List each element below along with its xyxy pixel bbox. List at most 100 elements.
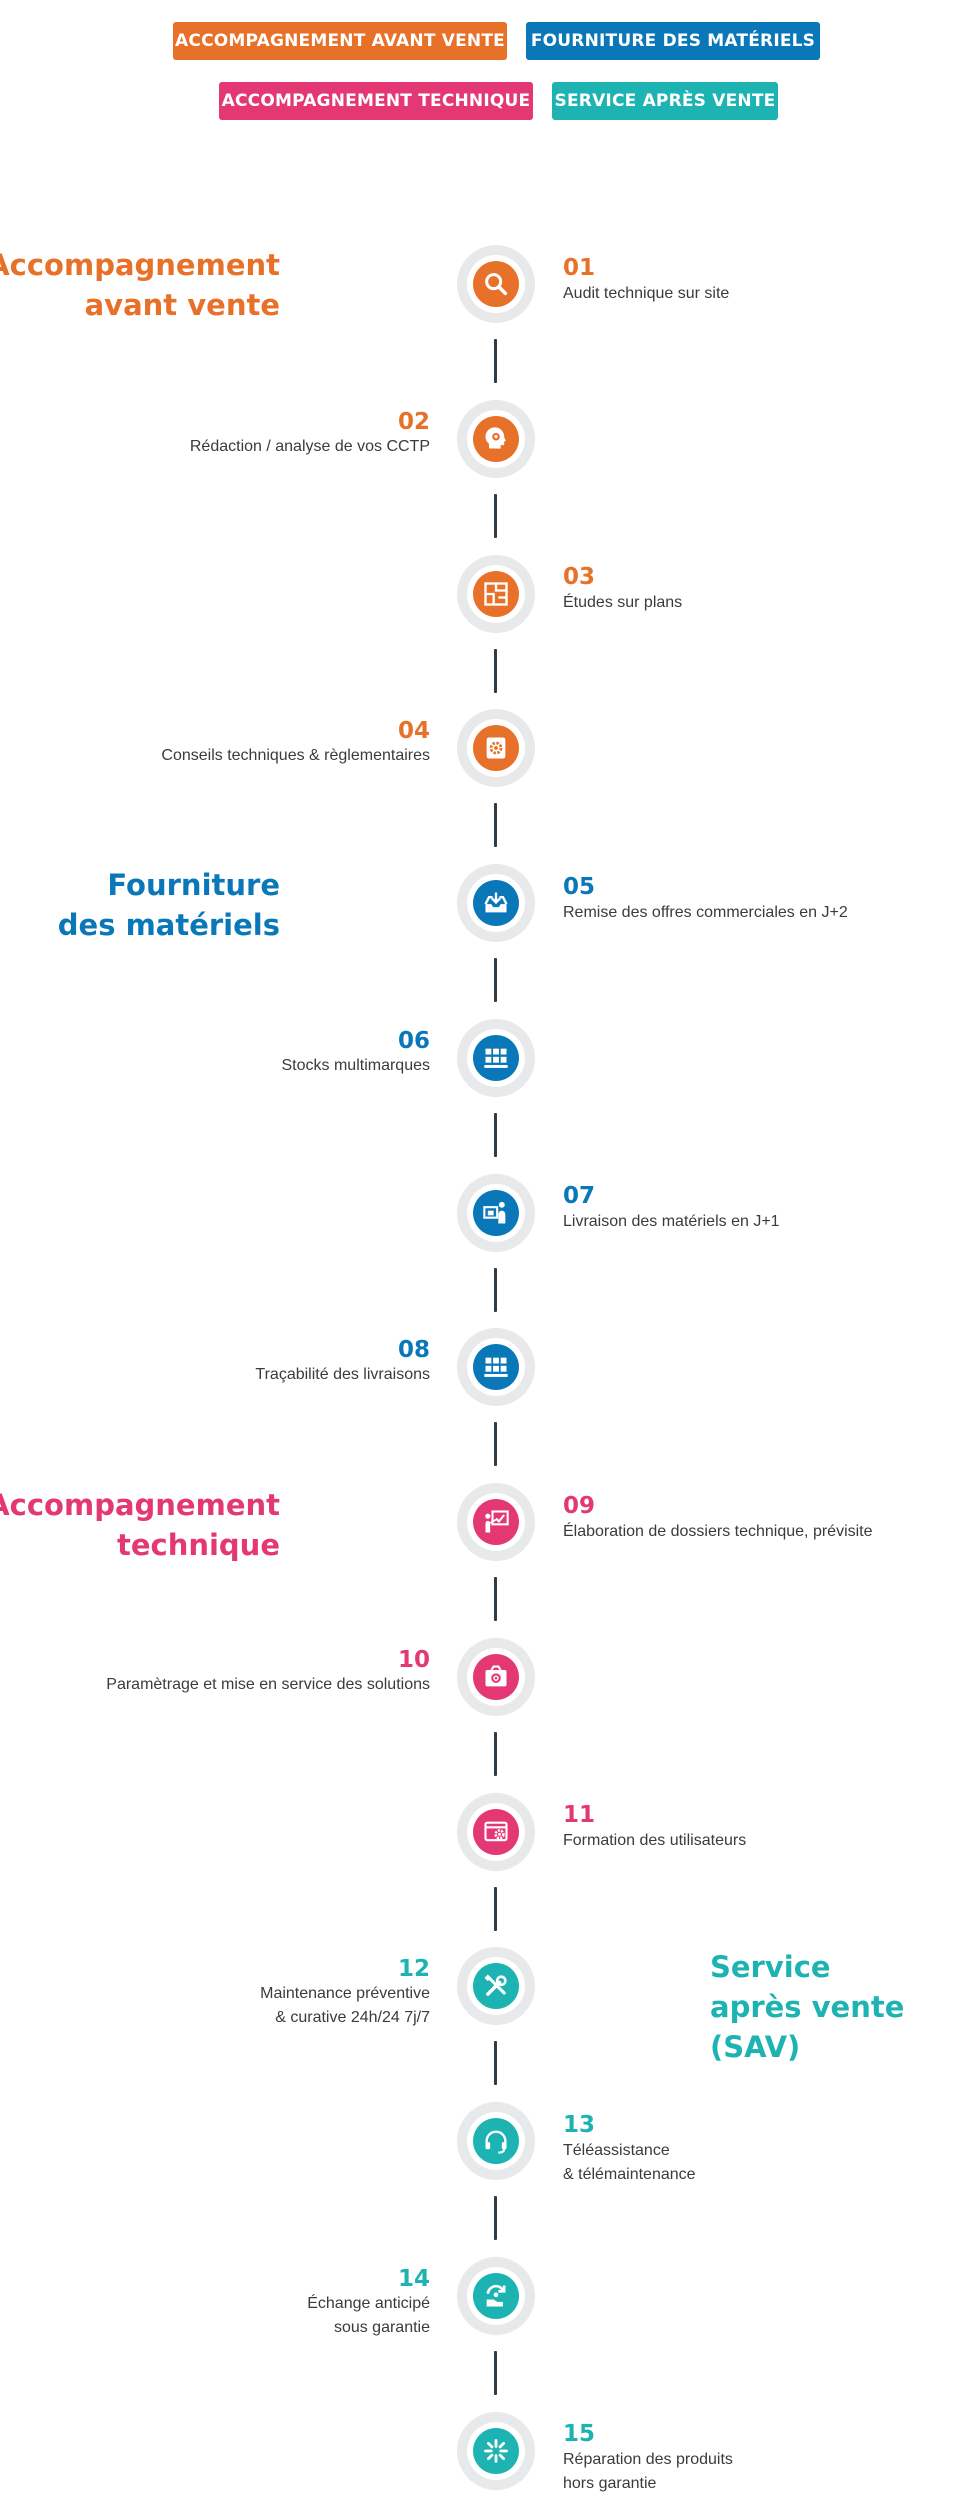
step-line: Conseils techniques & règlementaires [161, 747, 430, 764]
step-number: 08 [397, 1337, 430, 1363]
step-line: Traçabilité des livraisons [255, 1366, 430, 1383]
step-number: 02 [397, 409, 430, 435]
delivery-person-icon [483, 1201, 506, 1224]
step-description: Stocks multimarques [282, 1054, 431, 1078]
timeline-connector [494, 1422, 497, 1466]
step-line: Réparation des produits [563, 2451, 733, 2468]
timeline-connector [494, 803, 497, 847]
step-description: Rédaction / analyse de vos CCTP [190, 435, 430, 459]
category-sav-heading: Service après vente (SAV) [710, 1947, 980, 2067]
category-line: avant vente [84, 288, 280, 322]
step-line: sous garantie [333, 2319, 430, 2336]
step-number: 14 [397, 2266, 430, 2292]
category-line: Accompagnement [0, 248, 280, 282]
step-line: Audit technique sur site [563, 285, 730, 302]
timeline-connector [494, 649, 497, 693]
step-number: 04 [397, 718, 430, 744]
timeline-connector [494, 1887, 497, 1931]
category-line: technique [116, 1528, 280, 1562]
tools-icon [484, 1974, 507, 1996]
timeline-connector [494, 2041, 497, 2085]
timeline-connector [494, 339, 497, 383]
step-line: Stocks multimarques [281, 1057, 431, 1074]
timeline-connector [494, 2196, 497, 2240]
step-01-node [457, 245, 535, 323]
browser-settings-icon [484, 1821, 508, 1842]
filter-technique[interactable]: ACCOMPAGNEMENT TECHNIQUE [219, 82, 533, 120]
settings-document-icon [486, 737, 506, 759]
step-line: Échange anticipé [307, 2295, 430, 2312]
step-line: Téléassistance [563, 2142, 670, 2159]
step-description: Formation des utilisateurs [563, 1829, 746, 1853]
step-10-node [457, 1638, 535, 1716]
step-14-node [457, 2257, 535, 2335]
step-12-node [457, 1947, 535, 2025]
step-number: 05 [563, 874, 596, 900]
step-line: Livraison des matériels en J+1 [563, 1213, 780, 1230]
exchange-icon [486, 2284, 506, 2307]
step-line: Maintenance préventive [260, 1985, 430, 2002]
step-description: Réparation des produits hors garantie [563, 2448, 733, 2496]
timeline-connector [494, 1577, 497, 1621]
step-02-node [457, 400, 535, 478]
tracking-boxes-icon [484, 1357, 508, 1377]
step-number: 03 [563, 564, 596, 590]
step-03-node [457, 555, 535, 633]
stock-boxes-icon [484, 1048, 508, 1068]
category-avant-vente-heading: Accompagnement avant vente [0, 245, 280, 325]
step-description: Remise des offres commerciales en J+2 [563, 901, 848, 925]
step-line: Rédaction / analyse de vos CCTP [189, 438, 430, 455]
step-13-node [457, 2102, 535, 2180]
category-line: des matériels [57, 908, 280, 942]
inbox-download-icon [484, 892, 508, 913]
presentation-board-icon [485, 1510, 509, 1533]
step-number: 13 [563, 2112, 596, 2138]
filter-avant-vente[interactable]: ACCOMPAGNEMENT AVANT VENTE [173, 22, 507, 60]
step-description: Téléassistance & télémaintenance [563, 2139, 696, 2187]
filter-fourniture[interactable]: FOURNITURE DES MATÉRIELS [526, 22, 820, 60]
step-description: Études sur plans [563, 591, 682, 615]
step-15-node [457, 2412, 535, 2490]
step-description: Conseils techniques & règlementaires [161, 744, 430, 768]
step-05-node [457, 864, 535, 942]
step-line: Études sur plans [563, 594, 683, 611]
repair-burst-icon [484, 2439, 508, 2463]
step-number: 06 [397, 1028, 430, 1054]
step-08-node [457, 1328, 535, 1406]
filter-apres-vente[interactable]: SERVICE APRÈS VENTE [552, 82, 778, 120]
step-11-node [457, 1793, 535, 1871]
step-line: Formation des utilisateurs [563, 1832, 747, 1849]
device-setup-icon [485, 1665, 507, 1687]
step-number: 11 [563, 1802, 596, 1828]
step-description: Livraison des matériels en J+1 [563, 1210, 780, 1234]
step-number: 07 [563, 1183, 596, 1209]
step-description: Échange anticipé sous garantie [307, 2292, 430, 2340]
category-technique-heading: Accompagnement technique [0, 1485, 280, 1565]
head-gear-icon [485, 427, 506, 449]
step-line: hors garantie [563, 2475, 657, 2492]
step-line: Élaboration de dossiers technique, prévi… [563, 1523, 873, 1540]
step-number: 10 [397, 1647, 430, 1673]
category-line: Service [710, 1950, 831, 1984]
timeline-connector [494, 2351, 497, 2395]
step-description: Traçabilité des livraisons [255, 1363, 430, 1387]
headset-icon [485, 2130, 507, 2154]
timeline-connector [494, 494, 497, 538]
category-line: Fourniture [107, 868, 280, 902]
timeline-connector [494, 1732, 497, 1776]
step-04-node [457, 709, 535, 787]
step-number: 09 [563, 1493, 596, 1519]
step-description: Maintenance préventive & curative 24h/24… [260, 1982, 430, 2030]
step-line: Paramètrage et mise en service des solut… [106, 1676, 430, 1693]
step-line: Remise des offres commerciales en J+2 [563, 904, 848, 921]
search-icon [485, 273, 508, 296]
step-number: 12 [397, 1956, 430, 1982]
step-06-node [457, 1019, 535, 1097]
step-description: Audit technique sur site [563, 282, 729, 306]
step-07-node [457, 1174, 535, 1252]
step-number: 15 [563, 2421, 596, 2447]
step-number: 01 [563, 255, 596, 281]
timeline-connector [494, 1113, 497, 1157]
step-description: Paramètrage et mise en service des solut… [106, 1673, 430, 1697]
timeline-connector [494, 1268, 497, 1312]
